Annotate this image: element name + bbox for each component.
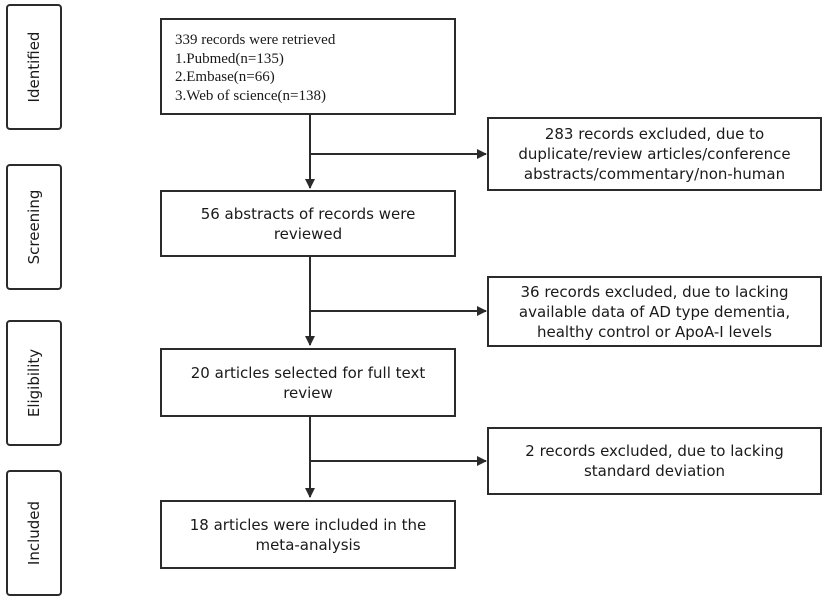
excluded-text-2: 36 records excluded, due to lacking avai… (518, 282, 791, 341)
stage-included: Included (6, 470, 62, 596)
records-line-2: 1.Pubmed(n=135) (175, 50, 284, 67)
excluded-text-3: 2 records excluded, due to lacking stand… (525, 442, 784, 480)
excluded-box-3: 2 records excluded, due to lacking stand… (487, 427, 822, 495)
eligibility-box: 20 articles selected for full text revie… (160, 348, 456, 417)
records-line-3: 2.Embase(n=66) (175, 69, 275, 85)
excluded-text-1: 283 records excluded, due to duplicate/r… (518, 125, 791, 183)
included-box: 18 articles were included in the meta-an… (160, 500, 456, 569)
records-line-4: 3.Web of science(n=138) (175, 87, 326, 104)
excluded-box-1: 283 records excluded, due to duplicate/r… (487, 117, 822, 191)
excluded-box-2: 36 records excluded, due to lacking avai… (487, 276, 822, 347)
included-text: 18 articles were included in the meta-an… (189, 515, 427, 554)
records-retrieved-box: 339 records were retrieved 1.Pubmed(n=13… (160, 18, 456, 115)
screening-box: 56 abstracts of records were reviewed (160, 190, 456, 257)
stage-eligibility: Eligibility (6, 320, 62, 446)
eligibility-text: 20 articles selected for full text revie… (190, 363, 426, 402)
stage-screening: Screening (6, 164, 62, 290)
records-line-1: 339 records were retrieved (175, 32, 336, 48)
screening-text: 56 abstracts of records were reviewed (200, 204, 416, 243)
stage-identified: Identified (6, 4, 62, 130)
